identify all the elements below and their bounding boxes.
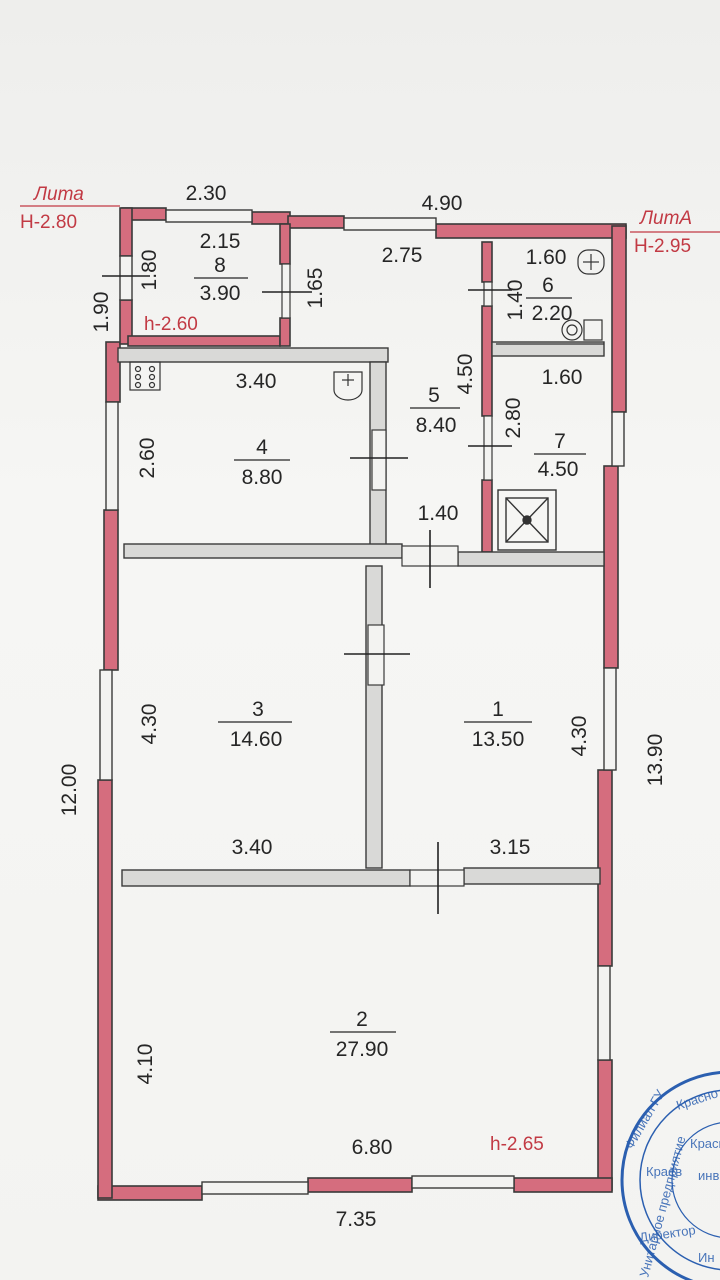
left-lit-name: Лита — [32, 184, 84, 205]
dim-left-upper: 1.90 — [90, 292, 113, 333]
dim-room5-width: 2.75 — [382, 244, 423, 267]
dim-overall-bottom: 7.35 — [336, 1208, 377, 1231]
room-2: 2 27.90 — [330, 1008, 396, 1061]
dim-room5-partition: 1.65 — [304, 268, 327, 309]
dim-room2-width: 6.80 — [352, 1136, 393, 1159]
doors — [281, 263, 493, 887]
dimensions-vertical: 1.80 1.90 1.65 1.40 4.50 2.60 2.80 4.30 … — [58, 250, 667, 1085]
dim-room5-height: 4.50 — [454, 354, 477, 395]
dim-overall-right: 13.90 — [644, 734, 667, 787]
room2-ceiling-height: h-2.65 — [490, 1134, 544, 1155]
room-1-area: 13.50 — [472, 728, 525, 751]
dim-room1-height: 4.30 — [568, 716, 591, 757]
dim-room3-width: 3.40 — [232, 836, 273, 859]
room-labels: 1 13.50 2 27.90 3 14.60 4 8.80 5 8.40 6 … — [194, 254, 586, 1061]
room-2-number: 2 — [356, 1008, 368, 1031]
official-stamp: Красно Филиал ГУ Красн Краев инв Директо… — [620, 1070, 720, 1280]
svg-text:инв: инв — [698, 1168, 719, 1183]
room-5-number: 5 — [428, 384, 440, 407]
dim-room3-height: 4.30 — [138, 704, 161, 745]
room-1-number: 1 — [492, 698, 504, 721]
svg-text:Красно: Красно — [674, 1085, 719, 1113]
room-5-area: 8.40 — [416, 414, 457, 437]
room-3-number: 3 — [252, 698, 264, 721]
room-8-area: 3.90 — [200, 282, 241, 305]
room8-ceiling-height: h-2.60 — [144, 314, 198, 335]
dim-room4-width: 3.40 — [236, 370, 277, 393]
room-7-area: 4.50 — [538, 458, 579, 481]
dim-room7-width: 1.60 — [542, 366, 583, 389]
partitions — [117, 341, 605, 887]
right-lit-label: ЛитА Н-2.95 — [630, 208, 720, 257]
toilet-icon — [496, 319, 604, 345]
room-7-number: 7 — [554, 430, 566, 453]
right-lit-height: Н-2.95 — [634, 236, 691, 257]
room-4-number: 4 — [256, 436, 268, 459]
dim-door-width: 1.40 — [418, 502, 459, 525]
room-6-area: 2.20 — [532, 302, 573, 325]
dim-room2-height: 4.10 — [134, 1044, 157, 1085]
left-lit-label: Лита Н-2.80 — [20, 184, 120, 233]
svg-text:Филиал ГУ: Филиал ГУ — [622, 1086, 668, 1151]
dim-room8-width: 2.15 — [200, 230, 241, 253]
dim-overall-left: 12.00 — [58, 764, 81, 817]
svg-text:Ин: Ин — [698, 1250, 715, 1265]
shower-icon — [497, 489, 557, 551]
dim-room7-height: 2.80 — [502, 398, 525, 439]
dim-room4-height: 2.60 — [136, 438, 159, 479]
room-2-area: 27.90 — [336, 1038, 389, 1061]
room-3: 3 14.60 — [218, 698, 292, 751]
room-6: 6 2.20 — [526, 274, 572, 325]
room-6-number: 6 — [542, 274, 554, 297]
dim-room6-height: 1.40 — [504, 280, 527, 321]
washbasin-icon — [577, 249, 605, 275]
stamp-lettering: Красно Филиал ГУ Красн Краев инв Директо… — [622, 1085, 720, 1278]
dim-top-right: 4.90 — [422, 192, 463, 215]
right-lit-name: ЛитА — [638, 208, 692, 229]
room-3-area: 14.60 — [230, 728, 283, 751]
dim-top-left: 2.30 — [186, 182, 227, 205]
svg-text:Красн: Красн — [690, 1136, 720, 1151]
dimensions-horizontal: 2.30 4.90 2.15 2.75 1.60 3.40 1.60 1.40 … — [186, 182, 583, 1231]
room-7: 7 4.50 — [534, 430, 586, 481]
room-5: 5 8.40 — [410, 384, 460, 437]
stove-icon — [129, 361, 161, 391]
dim-room8-height: 1.80 — [138, 250, 161, 291]
dim-room1-width: 3.15 — [490, 836, 531, 859]
door-marks — [102, 275, 512, 914]
windows — [99, 209, 625, 1195]
room-1: 1 13.50 — [464, 698, 532, 751]
room-4-area: 8.80 — [242, 466, 283, 489]
dim-room6-width: 1.60 — [526, 246, 567, 269]
room-8-number: 8 — [214, 254, 226, 277]
svg-text:Краев: Краев — [646, 1164, 682, 1179]
sink-icon — [333, 371, 363, 401]
room-8: 8 3.90 — [194, 254, 248, 305]
left-lit-height: Н-2.80 — [20, 212, 77, 233]
room-4: 4 8.80 — [234, 436, 290, 489]
